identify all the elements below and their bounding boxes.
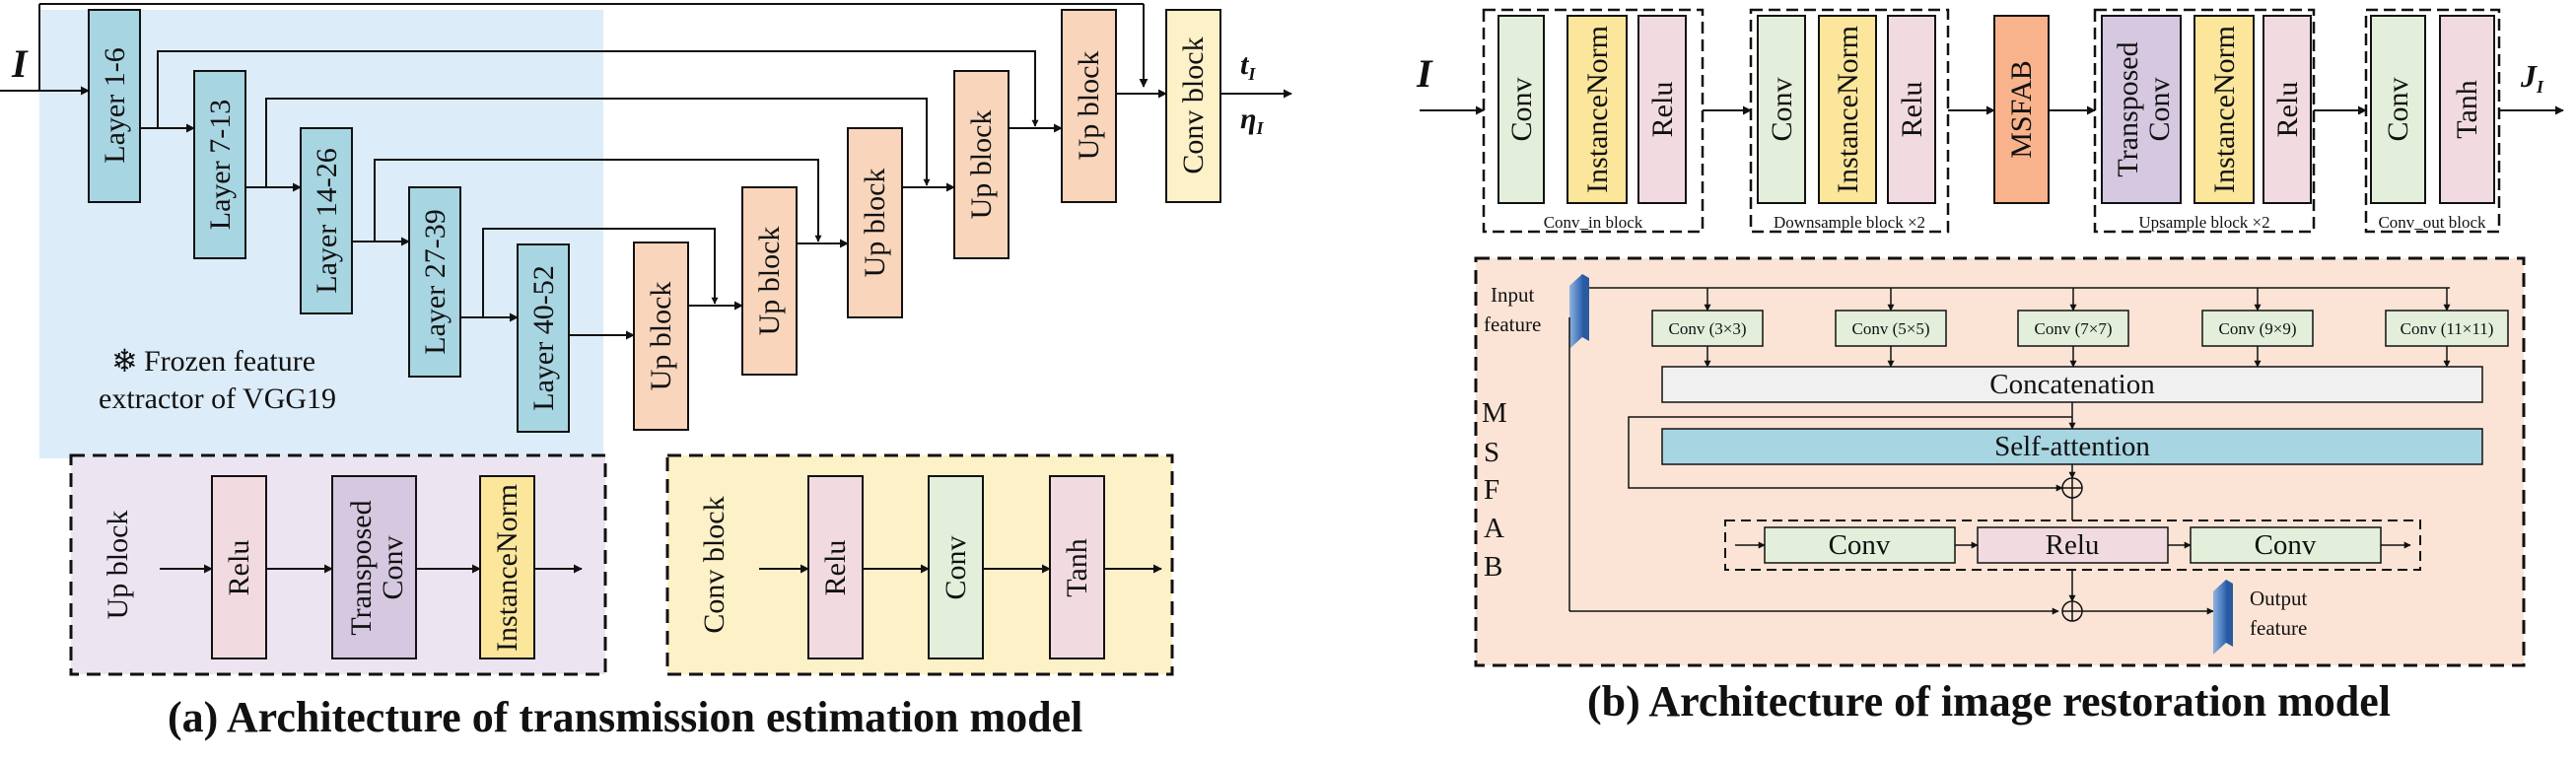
svg-text:S: S — [1484, 437, 1499, 468]
svg-text:M: M — [1482, 397, 1507, 429]
upsample-caption: Upsample block ×2 — [2138, 213, 2269, 232]
ffn-conv-2-label: Conv — [2255, 529, 2317, 561]
right-caption: (b) Architecture of image restoration mo… — [1587, 677, 2391, 726]
svg-text:A: A — [1484, 513, 1504, 544]
right-input-symbol: I — [1416, 51, 1433, 96]
down-conv-label: Conv — [1766, 77, 1798, 141]
output-feature-icon — [2213, 580, 2226, 655]
svg-text:Conv (3×3): Conv (3×3) — [1669, 319, 1747, 338]
conv-detail-conv-label: Conv — [940, 535, 972, 599]
svg-text:Conv (5×5): Conv (5×5) — [1852, 319, 1930, 338]
ups-instancenorm-label: InstanceNorm — [2208, 26, 2241, 193]
layer-block-3-label: Layer 14-26 — [311, 148, 343, 293]
conv-block-label: Conv block — [1177, 36, 1210, 173]
ffn-conv-1-label: Conv — [1829, 529, 1891, 561]
conv-in-conv-label: Conv — [1505, 77, 1538, 141]
up-block-detail-title: Up block — [102, 511, 134, 620]
conv-detail-tanh-label: Tanh — [1061, 538, 1093, 597]
layer-block-2-label: Layer 7-13 — [204, 100, 237, 230]
conv-in-relu-label: Relu — [1646, 82, 1679, 138]
svg-text:Conv (9×9): Conv (9×9) — [2219, 319, 2297, 338]
input-feature-label: Input — [1491, 283, 1534, 307]
down-instancenorm-label: InstanceNorm — [1832, 26, 1864, 193]
svg-text:Conv (11×11): Conv (11×11) — [2401, 319, 2494, 338]
up-detail-instancenorm-label: InstanceNorm — [491, 484, 523, 652]
up-block-4-label: Up block — [965, 110, 998, 220]
conv-out-tanh-label: Tanh — [2451, 80, 2483, 139]
layer-block-5-label: Layer 40-52 — [527, 265, 560, 410]
up-block-1-label: Up block — [645, 282, 677, 391]
conv-detail-relu-label: Relu — [819, 540, 852, 596]
conv-in-instancenorm-label: InstanceNorm — [1581, 26, 1614, 193]
self-attention-label: Self-attention — [1994, 431, 2150, 462]
output-t-symbol: tI — [1240, 48, 1256, 84]
output-eta-symbol: ηI — [1240, 103, 1264, 138]
svg-text:B: B — [1484, 551, 1502, 583]
input-feature-label-2: feature — [1484, 312, 1541, 336]
ups-relu-label: Relu — [2271, 82, 2304, 138]
conv-out-caption: Conv_out block — [2378, 213, 2486, 232]
svg-text:F: F — [1484, 474, 1499, 506]
left-input-symbol: I — [11, 41, 29, 86]
up-block-5-label: Up block — [1073, 51, 1105, 161]
input-feature-icon — [1569, 274, 1582, 349]
concatenation-label: Concatenation — [1989, 369, 2155, 400]
up-block-2-label: Up block — [753, 227, 786, 336]
up-detail-relu-label: Relu — [223, 540, 255, 596]
snowflake-icon: ❄ — [111, 343, 138, 379]
transmission-estimation-panel: I Layer 1-6 Layer 7-13 Layer 14-26 Layer… — [0, 4, 1291, 741]
layer-block-4-label: Layer 27-39 — [419, 209, 452, 354]
frozen-label-line2: extractor of VGG19 — [99, 382, 336, 415]
layer-block-1-label: Layer 1-6 — [99, 47, 131, 163]
conv-out-conv-label: Conv — [2382, 77, 2414, 141]
svg-text:Conv (7×7): Conv (7×7) — [2035, 319, 2113, 338]
left-caption: (a) Architecture of transmission estimat… — [168, 693, 1082, 741]
output-feature-label-2: feature — [2250, 616, 2307, 640]
ffn-relu-label: Relu — [2046, 529, 2100, 561]
output-feature-label: Output — [2250, 587, 2308, 610]
downsample-caption: Downsample block ×2 — [1774, 213, 1925, 232]
msfab-block-label: MSFAB — [2005, 60, 2038, 159]
frozen-label-line1: Frozen feature — [144, 345, 315, 378]
output-j-symbol: JI — [2520, 58, 2544, 97]
image-restoration-panel: I Conv InstanceNorm Relu Conv_in block C… — [1416, 10, 2563, 726]
conv-in-caption: Conv_in block — [1544, 213, 1643, 232]
up-block-3-label: Up block — [859, 169, 891, 278]
down-relu-label: Relu — [1896, 82, 1928, 138]
conv-block-detail-title: Conv block — [698, 496, 731, 633]
